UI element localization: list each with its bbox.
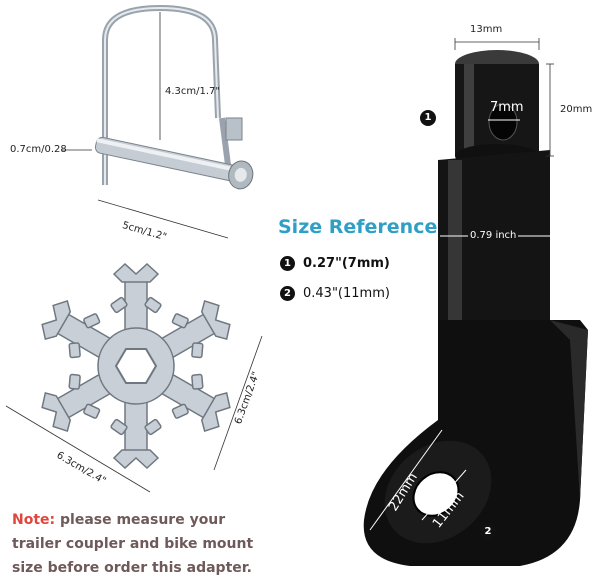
- hitch-pin-image: [62, 4, 254, 239]
- size-reference-value-2: 0.43"(11mm): [303, 286, 390, 301]
- adapter-top-height-label: 20mm: [560, 104, 593, 115]
- note-label: Note:: [12, 512, 56, 528]
- size-reference-value-1: 0.27"(7mm): [303, 256, 390, 271]
- measure-note: Note: please measure your trailer couple…: [12, 508, 262, 580]
- snowflake-multitool-image: [5, 262, 263, 493]
- pin-diameter-label: 0.7cm/0.28: [10, 144, 67, 155]
- size-reference-title: Size Reference: [278, 216, 438, 238]
- adapter-shaft-label: 0.79 inch: [468, 230, 519, 241]
- trailer-adapter-image: [363, 38, 588, 566]
- size-reference-item-2: 2 0.43"(11mm): [280, 286, 390, 301]
- callout-1-icon: 1: [420, 110, 436, 126]
- adapter-top-width-label: 13mm: [470, 24, 503, 35]
- note-text: please measure your trailer coupler and …: [12, 512, 254, 576]
- number-2-icon: 2: [280, 286, 295, 301]
- callout-2-icon: 2: [480, 524, 496, 540]
- number-1-icon: 1: [280, 256, 295, 271]
- adapter-hole-label: 7mm: [490, 100, 524, 115]
- pin-height-label: 4.3cm/1.7": [165, 86, 221, 97]
- size-reference-item-1: 1 0.27"(7mm): [280, 256, 390, 271]
